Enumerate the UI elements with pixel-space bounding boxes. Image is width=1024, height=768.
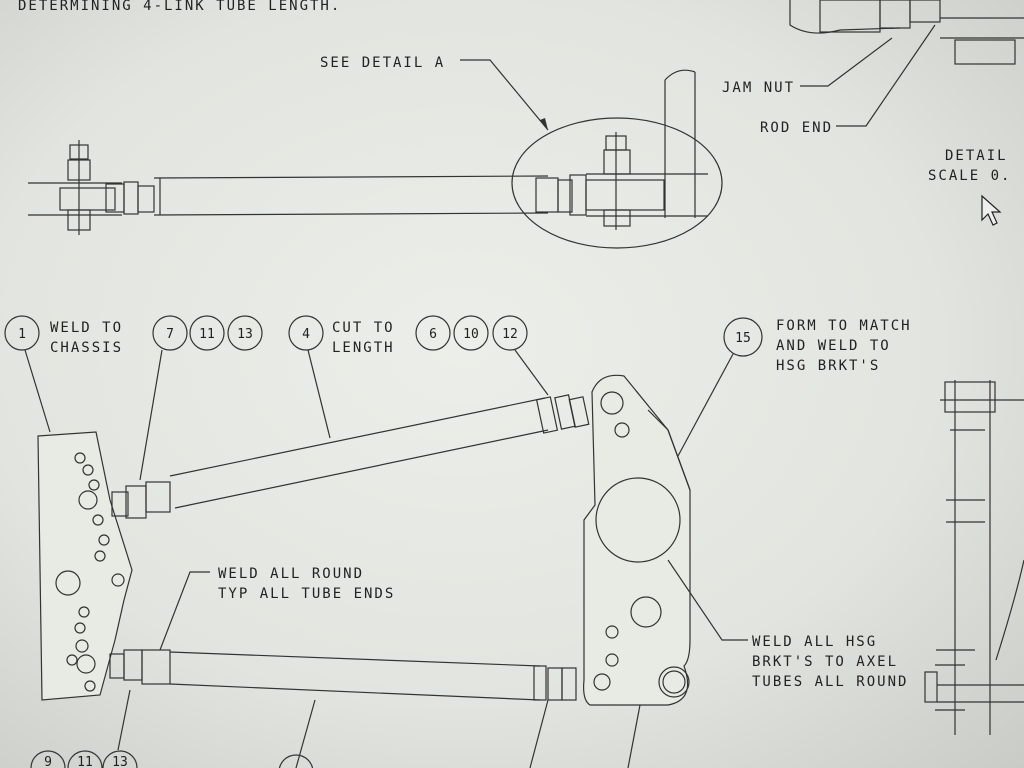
- housing-bracket: [583, 374, 691, 706]
- balloon-11: 11: [189, 315, 225, 351]
- detail-a-view: [789, 0, 1024, 65]
- weld-all-round-label-1: WELD ALL ROUND: [218, 566, 364, 582]
- svg-text:1: 1: [18, 327, 26, 342]
- lower-link-tube: [109, 649, 577, 701]
- svg-text:7: 7: [166, 327, 174, 342]
- form-to-match-label-2: AND WELD TO: [776, 338, 891, 354]
- balloon-7: 7: [152, 315, 188, 351]
- chassis-bracket: [37, 431, 133, 701]
- weld-to-chassis-label-2: CHASSIS: [50, 340, 123, 356]
- svg-text:12: 12: [502, 327, 518, 342]
- upper-link-tube: [111, 394, 590, 519]
- svg-text:9: 9: [44, 755, 52, 768]
- form-to-match-label-3: HSG BRKT'S: [776, 358, 880, 374]
- rod-end-label: ROD END: [760, 120, 833, 136]
- detail-label: DETAIL: [945, 148, 1008, 164]
- weld-hsg-label-2: BRKT'S TO AXEL: [752, 654, 898, 670]
- balloon-15: 15: [723, 317, 763, 357]
- balloon-9: 9: [30, 750, 66, 768]
- drawing-title: DETERMINING 4-LINK TUBE LENGTH.: [18, 0, 341, 14]
- detail-scale-label: SCALE 0.: [928, 168, 1011, 184]
- balloon-11-lower: 11: [67, 750, 103, 768]
- balloon-10: 10: [453, 315, 489, 351]
- weld-hsg-label-3: TUBES ALL ROUND: [752, 674, 908, 690]
- side-view-bracket: [924, 380, 1024, 735]
- balloon-13: 13: [227, 315, 263, 351]
- svg-text:11: 11: [77, 755, 93, 768]
- balloon-6: 6: [415, 315, 451, 351]
- mouse-pointer-icon: [981, 194, 1002, 226]
- balloon-12: 12: [492, 315, 528, 351]
- balloon-1: 1: [4, 315, 40, 351]
- svg-text:15: 15: [735, 331, 751, 346]
- form-to-match-label-1: FORM TO MATCH: [776, 318, 912, 334]
- svg-text:10: 10: [463, 327, 479, 342]
- top-link-assembly: [28, 69, 723, 249]
- balloon-4: 4: [288, 315, 324, 351]
- balloon-13-lower: 13: [102, 750, 138, 768]
- detail-a-ellipse: [511, 117, 723, 249]
- cut-to-length-label-2: LENGTH: [332, 340, 395, 356]
- svg-text:11: 11: [199, 327, 215, 342]
- svg-text:13: 13: [237, 327, 253, 342]
- svg-text:4: 4: [302, 327, 310, 342]
- svg-text:6: 6: [429, 327, 437, 342]
- weld-to-chassis-label-1: WELD TO: [50, 320, 123, 336]
- cut-to-length-label-1: CUT TO: [332, 320, 395, 336]
- balloon-partial: [278, 754, 314, 768]
- weld-all-round-label-2: TYP ALL TUBE ENDS: [218, 586, 395, 602]
- svg-text:13: 13: [112, 755, 128, 768]
- weld-hsg-label-1: WELD ALL HSG: [752, 634, 877, 650]
- jam-nut-label: JAM NUT: [722, 80, 795, 96]
- see-detail-label: SEE DETAIL A: [320, 55, 445, 71]
